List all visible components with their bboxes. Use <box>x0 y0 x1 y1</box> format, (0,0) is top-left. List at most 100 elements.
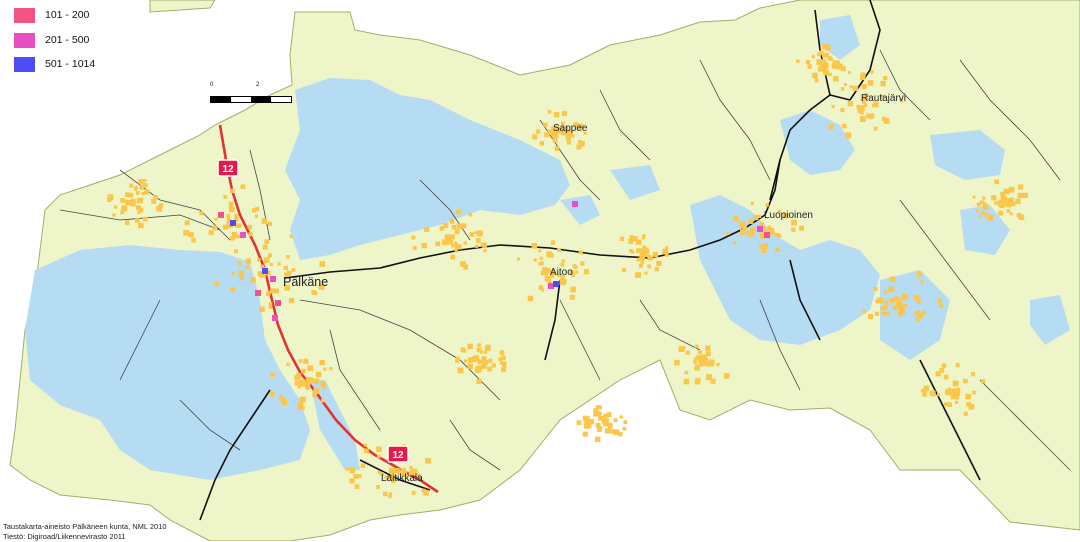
settlement-dot <box>970 372 976 377</box>
settlement-dot <box>1000 193 1005 197</box>
settlement-dot <box>753 214 759 221</box>
settlement-dot <box>991 195 997 201</box>
settlement-dot <box>476 347 482 353</box>
settlement-dot <box>383 491 388 497</box>
settlement-dot <box>268 253 273 258</box>
settlement-dot <box>263 257 270 264</box>
settlement-dot <box>639 254 646 261</box>
settlement-dot <box>259 306 265 313</box>
settlement-dot <box>726 231 730 236</box>
settlement-dot <box>965 393 971 400</box>
settlement-dot <box>411 235 416 240</box>
settlement-dot <box>442 239 448 246</box>
settlement-dot <box>601 420 606 424</box>
legend-label: 201 - 500 <box>45 34 90 46</box>
settlement-dot <box>550 273 555 278</box>
settlement-dot <box>380 472 384 476</box>
settlement-dot <box>298 385 301 389</box>
settlement-dot <box>543 271 549 276</box>
settlement-dot <box>837 63 842 68</box>
settlement-class-dot <box>548 283 554 289</box>
settlement-dot <box>777 209 781 213</box>
settlement-dot <box>665 246 669 250</box>
settlement-dot <box>238 270 245 277</box>
settlement-dot <box>248 232 253 237</box>
settlement-dot <box>972 195 976 199</box>
settlement-dot <box>544 132 550 138</box>
settlement-dot <box>862 309 866 314</box>
settlement-dot <box>357 474 362 478</box>
settlement-dot <box>377 454 381 459</box>
settlement-dot <box>460 261 466 267</box>
settlement-dot <box>878 297 884 303</box>
settlement-dot <box>617 431 623 437</box>
settlement-dot <box>1018 184 1024 190</box>
settlement-dot <box>586 418 593 425</box>
settlement-dot <box>291 268 296 272</box>
settlement-dot <box>153 195 158 200</box>
settlement-dot <box>898 304 905 311</box>
settlement-dot <box>239 276 244 281</box>
legend-swatch <box>14 56 35 72</box>
settlement-dot <box>982 201 986 205</box>
settlement-dot <box>451 224 457 230</box>
settlement-dot <box>264 239 270 244</box>
settlement-dot <box>904 304 908 308</box>
settlement-dot <box>602 420 609 427</box>
settlement-dot <box>554 112 560 118</box>
settlement-dot <box>305 377 312 383</box>
settlement-dot <box>647 264 651 269</box>
settlement-dot <box>532 134 538 140</box>
settlement-dot <box>421 242 427 249</box>
settlement-dot <box>889 276 896 282</box>
settlement-dot <box>987 214 994 221</box>
settlement-class-dot <box>764 232 770 238</box>
settlement-dot <box>824 52 829 58</box>
settlement-dot <box>543 122 548 127</box>
settlement-dot <box>305 385 310 390</box>
settlement-dot <box>593 408 598 413</box>
settlement-dot <box>301 381 308 387</box>
settlement-dot <box>716 362 720 367</box>
settlement-dot <box>390 470 395 475</box>
settlement-dot <box>546 277 552 282</box>
settlement-dot <box>619 415 623 419</box>
settlement-dot <box>467 343 473 350</box>
settlement-dot <box>694 366 699 371</box>
settlement-dot <box>538 262 542 266</box>
settlement-dot <box>223 195 228 199</box>
settlement-dot <box>560 262 565 267</box>
settlement-dot <box>384 475 389 480</box>
settlement-dot <box>462 349 467 353</box>
settlement-dot <box>566 140 572 145</box>
settlement-dot <box>584 420 588 424</box>
settlement-class-dot <box>275 300 281 306</box>
settlement-dot <box>1010 201 1016 207</box>
settlement-dot <box>994 201 998 205</box>
settlement-dot <box>674 359 680 366</box>
settlement-dot <box>255 206 260 212</box>
settlement-dot <box>825 45 831 51</box>
settlement-dot <box>867 80 874 86</box>
settlement-dot <box>759 244 764 249</box>
settlement-dot <box>214 281 220 287</box>
settlement-dot <box>705 376 710 380</box>
settlement-dot <box>246 265 250 269</box>
settlement-dot <box>354 484 360 490</box>
settlement-dot <box>857 105 861 109</box>
settlement-dot <box>112 213 116 217</box>
settlement-dot <box>606 412 612 417</box>
settlement-dot <box>139 185 145 190</box>
settlement-dot <box>994 179 1000 185</box>
settlement-dot <box>251 208 257 213</box>
settlement-class-dot <box>240 232 246 238</box>
settlement-dot <box>576 144 582 150</box>
settlement-dot <box>262 218 267 222</box>
settlement-dot <box>226 217 232 222</box>
settlement-dot <box>313 388 320 394</box>
settlement-dot <box>483 360 489 365</box>
settlement-dot <box>138 207 144 213</box>
settlement-dot <box>883 290 888 295</box>
settlement-dot <box>921 388 925 393</box>
